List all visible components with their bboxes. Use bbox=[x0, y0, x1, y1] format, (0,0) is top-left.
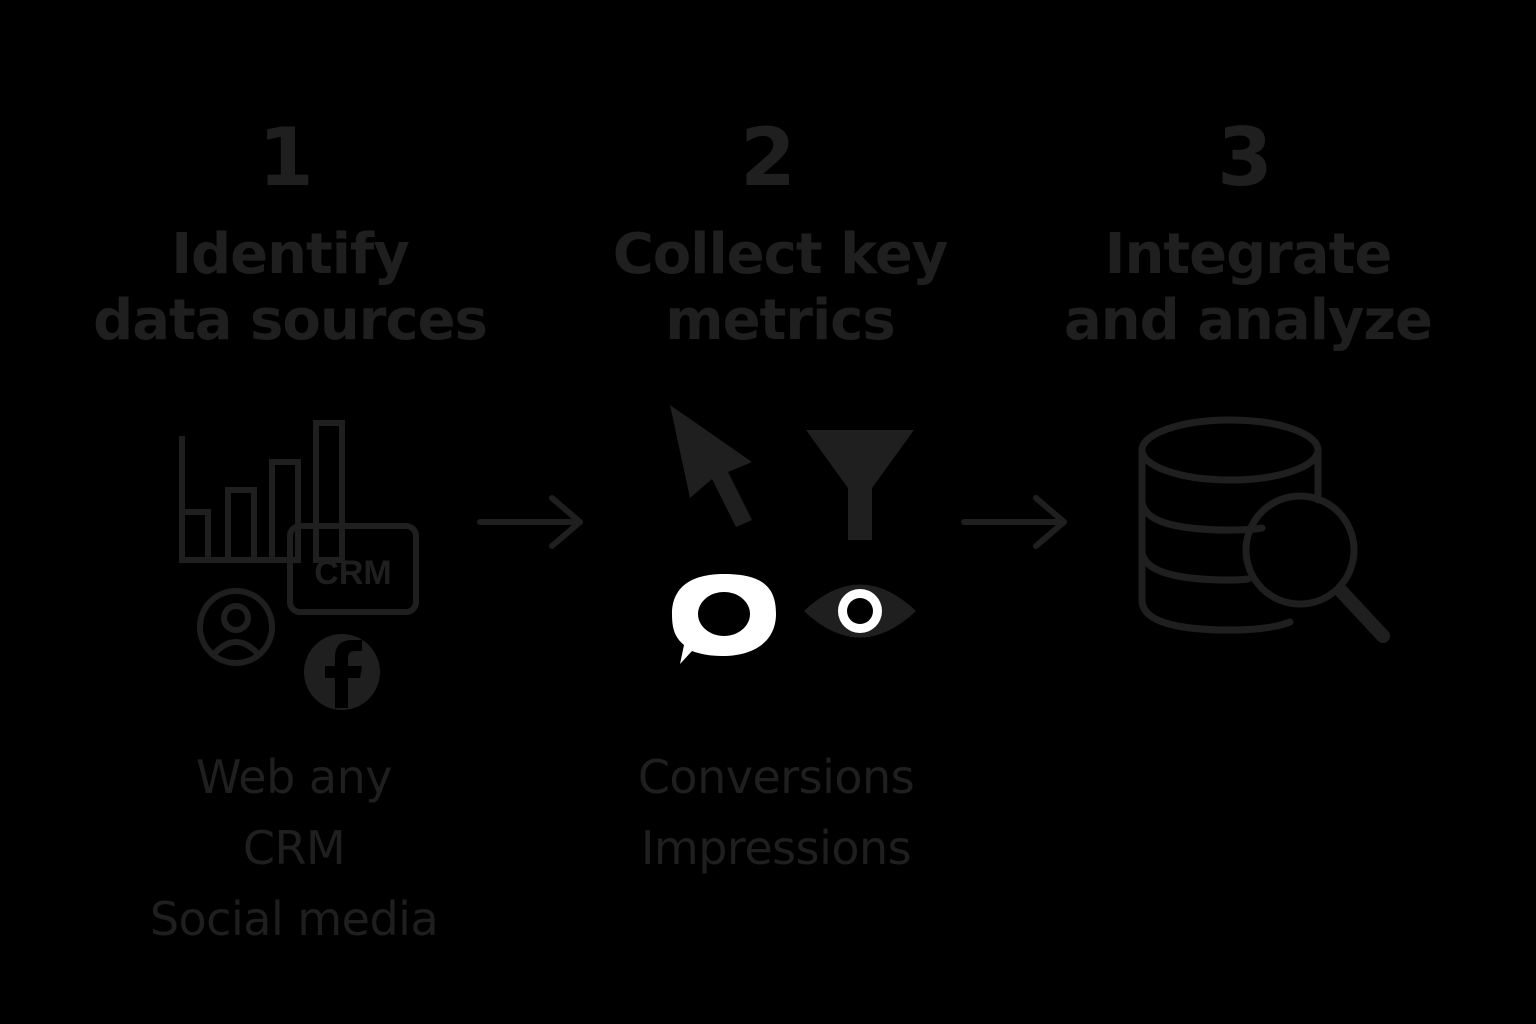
eye-icon bbox=[804, 584, 916, 638]
cursor-icon bbox=[670, 405, 752, 527]
step-1-title-line-2: data sources bbox=[93, 288, 488, 353]
step-3-title-line-1: Integrate bbox=[1104, 222, 1393, 287]
step-2-title-line-1: Collect key bbox=[612, 222, 949, 287]
crm-box-icon bbox=[287, 523, 419, 615]
bar-chart-icon bbox=[179, 420, 345, 563]
step-1-title: Identify data sources bbox=[70, 222, 510, 354]
step-3-title: Integrate and analyze bbox=[1028, 222, 1468, 354]
step-3-number: 3 bbox=[1217, 111, 1273, 204]
facebook-icon bbox=[304, 634, 380, 710]
step-2-item-impressions: Impressions bbox=[640, 821, 912, 875]
step-1-number: 1 bbox=[258, 111, 314, 204]
step-1-item-web: Web any bbox=[196, 750, 392, 804]
step-2-item-conversions: Conversions bbox=[637, 750, 915, 804]
arrow-right-icon bbox=[477, 495, 583, 549]
arrow-right-icon bbox=[961, 495, 1067, 549]
user-circle-icon bbox=[197, 588, 275, 666]
step-2-number: 2 bbox=[740, 111, 796, 204]
step-3-title-line-2: and analyze bbox=[1064, 288, 1433, 353]
step-2-items: Conversions Impressions bbox=[556, 742, 996, 884]
crm-box-label: CRM bbox=[314, 554, 391, 592]
step-2-title-line-2: metrics bbox=[665, 288, 895, 353]
step-1-item-social: Social media bbox=[149, 892, 439, 946]
funnel-icon bbox=[806, 430, 914, 540]
step-2-title: Collect key metrics bbox=[560, 222, 1000, 354]
step-1-item-crm: CRM bbox=[242, 821, 346, 875]
speech-bubble-icon bbox=[672, 574, 776, 664]
database-search-icon bbox=[1138, 416, 1390, 643]
metrics-icons bbox=[670, 405, 916, 664]
step-1-title-line-1: Identify bbox=[171, 222, 410, 287]
step-1-items: Web any CRM Social media bbox=[74, 742, 514, 955]
data-sources-icon bbox=[179, 420, 419, 666]
